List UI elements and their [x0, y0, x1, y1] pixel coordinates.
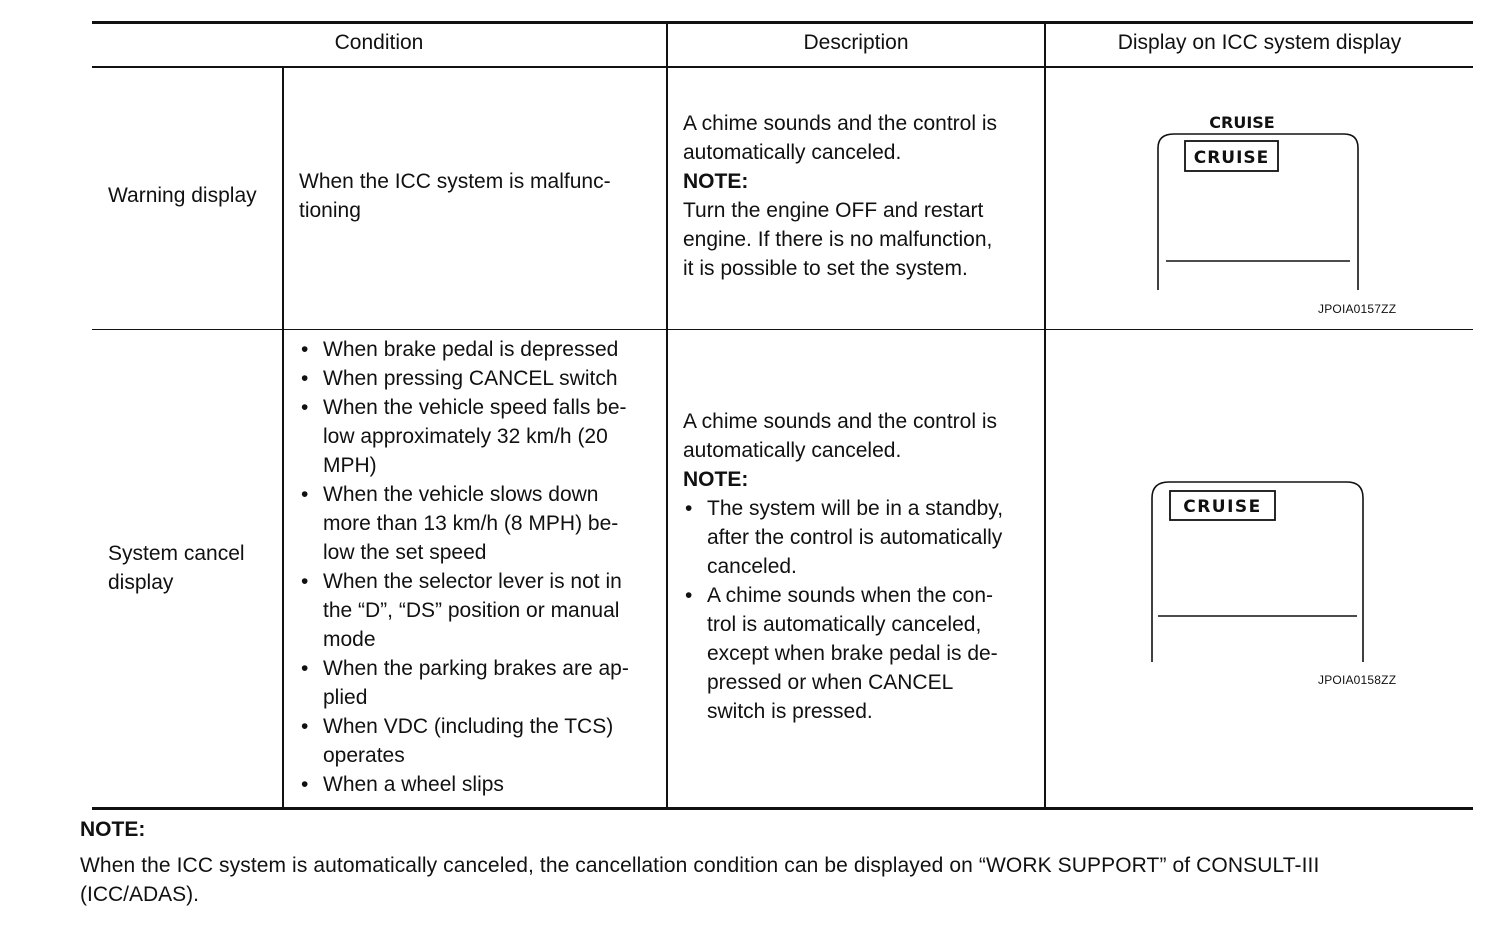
row-divider — [92, 329, 1473, 330]
header-condition: Condition — [334, 31, 424, 54]
display-outline — [1151, 481, 1364, 662]
description-line: automatically canceled. — [683, 141, 902, 164]
header-bottom-rule — [92, 66, 1473, 68]
cruise-indicator-icon: CRUISE — [1194, 148, 1270, 168]
condition-warning: When the ICC system is malfunc- tioning — [299, 167, 611, 225]
note-line: engine. If there is no malfunction, — [683, 228, 993, 251]
list-item: When a wheel slips — [299, 770, 629, 799]
note-line: it is possible to set the system. — [683, 257, 968, 280]
warning-display-figure: CRUISE CRUISE — [1157, 113, 1359, 290]
cruise-indicator-box — [1184, 140, 1279, 172]
row-label-line: display — [108, 571, 174, 594]
list-item: When the vehicle slows down more than 13… — [299, 480, 629, 567]
list-item: When the selector lever is not in the “D… — [299, 567, 629, 654]
description-line: automatically canceled. — [683, 439, 902, 462]
system-cancel-figure: CRUISE — [1151, 481, 1364, 662]
table-bottom-rule — [92, 807, 1473, 810]
list-item: When the parking brakes are ap- plied — [299, 654, 629, 712]
footer-note-label: NOTE: — [80, 818, 146, 841]
figure-code-1: JPOIA0157ZZ — [1318, 302, 1397, 316]
column-divider-1 — [282, 67, 284, 808]
column-divider-3 — [1044, 24, 1046, 808]
conditions-list: When brake pedal is depressed When press… — [299, 335, 629, 799]
row-label-warning-display: Warning display — [108, 184, 257, 207]
cruise-indicator-icon: CRUISE — [1183, 497, 1262, 517]
list-item: When VDC (including the TCS) operates — [299, 712, 629, 770]
description-line: A chime sounds and the control is — [683, 410, 998, 433]
description-line: A chime sounds and the control is — [683, 112, 998, 135]
list-item: When pressing CANCEL switch — [299, 364, 629, 393]
conditions-system-cancel: When brake pedal is depressed When press… — [299, 335, 629, 799]
description-system-cancel: A chime sounds and the control is automa… — [683, 407, 1003, 726]
row-label-line: System cancel — [108, 542, 245, 565]
list-item: When brake pedal is depressed — [299, 335, 629, 364]
note-label: NOTE: — [683, 468, 749, 491]
list-item: A chime sounds when the con- trol is aut… — [683, 581, 1003, 726]
description-warning: A chime sounds and the control is automa… — [683, 109, 997, 283]
cruise-indicator-box — [1169, 490, 1276, 521]
condition-line: When the ICC system is malfunc- — [299, 170, 611, 193]
note-list: The system will be in a standby, after t… — [683, 494, 1003, 726]
list-item: The system will be in a standby, after t… — [683, 494, 1003, 581]
note-line: Turn the engine OFF and restart — [683, 199, 984, 222]
row-label-system-cancel: System cancel display — [108, 539, 245, 597]
figure-code-2: JPOIA0158ZZ — [1318, 673, 1397, 687]
column-divider-2 — [666, 24, 668, 808]
figure-top-label: CRUISE — [1209, 113, 1274, 132]
table-top-rule — [92, 21, 1473, 24]
footer-line: (ICC/ADAS). — [80, 883, 200, 906]
header-display: Display on ICC system display — [1117, 31, 1402, 54]
condition-line: tioning — [299, 199, 361, 222]
list-item: When the vehicle speed falls be- low app… — [299, 393, 629, 480]
header-description: Description — [803, 31, 909, 54]
note-label: NOTE: — [683, 170, 749, 193]
display-outline — [1157, 133, 1359, 290]
footer-note-text: When the ICC system is automatically can… — [80, 851, 1319, 909]
footer-line: When the ICC system is automatically can… — [80, 854, 1320, 877]
